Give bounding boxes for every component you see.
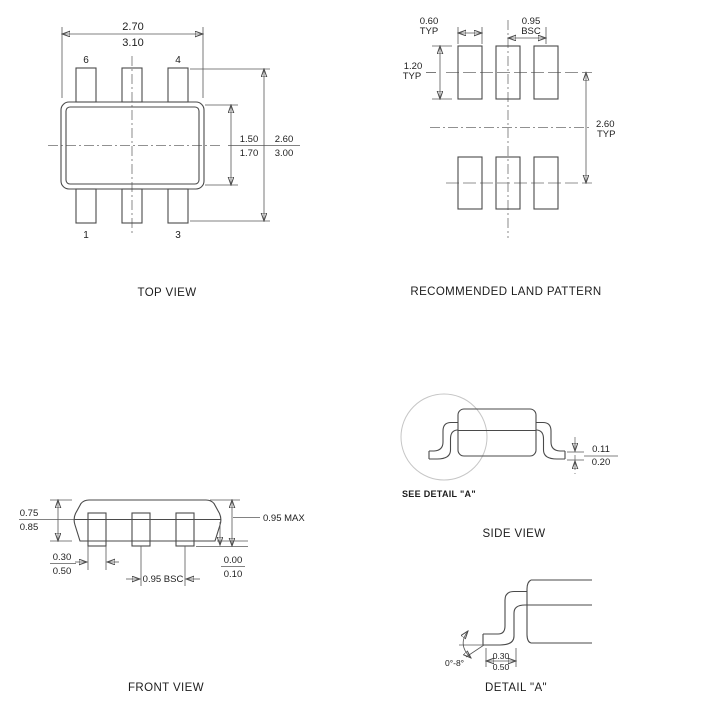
pin-4-label: 4 (175, 55, 181, 66)
side-view: 0.11 0.20 SEE DETAIL "A" SIDE VIEW (400, 393, 618, 540)
top-view-package-body (60, 67, 205, 224)
standoff-max-dim: 0.10 (224, 569, 243, 580)
side-body-outline (457, 408, 537, 457)
overall-height-max-dim: 3.00 (275, 148, 294, 159)
front-body-outline (73, 499, 222, 542)
land-pattern: 0.60 TYP 0.95 BSC 1.20 TYP 2.60 TYP RECO… (403, 16, 616, 298)
pin-1-label: 1 (83, 230, 89, 241)
top-view-title: TOP VIEW (137, 287, 196, 299)
lead-pitch-dim: 0.95 BSC (143, 574, 184, 585)
detail-lead-upper-surface (483, 590, 527, 635)
foot-length-max-dim: 0.50 (493, 662, 510, 672)
top-view-centerlines (48, 56, 222, 236)
front-body-height-min-dim: 0.75 (20, 508, 39, 519)
side-left-lead (428, 421, 459, 460)
lead-thickness-min-dim: 0.11 (592, 444, 610, 455)
body-height-max-dim: 1.70 (240, 148, 259, 159)
pin-3-label: 3 (175, 230, 181, 241)
lead-width-max-dim: 0.50 (53, 566, 72, 577)
pin-6-pad (75, 67, 97, 103)
pad-pitch-dim: 0.95 (522, 16, 541, 27)
top-view: 2.70 3.10 1.50 1.70 2.60 3.00 6 4 1 3 TO… (48, 21, 300, 299)
pad-width-dim: 0.60 (420, 16, 439, 27)
front-view-dimension-lines (19, 500, 260, 586)
pad-top-middle (495, 45, 521, 100)
pin-5-pad (121, 67, 143, 103)
pad-pitch-qualifier: BSC (521, 26, 541, 37)
lead-thickness-max-dim: 0.20 (592, 457, 611, 468)
body-height-min-dim: 1.50 (240, 134, 259, 145)
pin-3-pad (167, 188, 189, 224)
pin-2-pad (121, 188, 143, 224)
detail-a-lead (482, 590, 527, 646)
top-width-min-dim: 2.70 (122, 21, 143, 33)
land-pattern-dimension-lines (426, 27, 586, 183)
pad-height-dim: 1.20 (404, 61, 423, 72)
see-detail-a-callout: SEE DETAIL "A" (402, 489, 476, 499)
land-pattern-title: RECOMMENDED LAND PATTERN (410, 286, 601, 298)
detail-lead-lower-surface (483, 604, 526, 646)
detail-a-title: DETAIL "A" (485, 682, 547, 694)
pad-bottom-middle (495, 156, 521, 210)
side-view-dimension-lines (567, 437, 618, 474)
side-view-package-body (428, 408, 566, 460)
detail-a: 0°-8° 0.30 0.50 DETAIL "A" (445, 579, 592, 694)
side-right-lead (535, 421, 566, 460)
row-pitch-qualifier: TYP (597, 129, 615, 140)
pad-bottom-right (533, 156, 559, 210)
front-view-package-body (73, 499, 222, 547)
pad-top-left (457, 45, 483, 100)
pad-bottom-left (457, 156, 483, 210)
top-width-max-dim: 3.10 (122, 37, 143, 49)
land-pattern-centerlines (430, 20, 592, 238)
pad-height-qualifier: TYP (403, 71, 421, 82)
front-body-height-max-dim: 0.85 (20, 522, 39, 533)
pad-top-right (533, 45, 559, 100)
lead-angle-dim: 0°-8° (445, 658, 464, 668)
detail-a-dimension-lines (459, 631, 516, 667)
overall-height-dim: 0.95 MAX (263, 513, 305, 524)
overall-height-min-dim: 2.60 (275, 134, 294, 145)
detail-a-indicator-circle (400, 393, 488, 481)
front-view-title: FRONT VIEW (128, 682, 204, 694)
front-view: 0.75 0.85 0.30 0.50 0.95 BSC 0.00 0.10 0… (19, 500, 305, 694)
row-pitch-dim: 2.60 (596, 119, 615, 130)
package-body-inner-outline (65, 106, 200, 185)
pin-6-label: 6 (83, 55, 89, 66)
front-lead-1 (87, 512, 107, 547)
foot-length-min-dim: 0.30 (493, 651, 510, 661)
lead-width-min-dim: 0.30 (53, 552, 72, 563)
side-view-title: SIDE VIEW (482, 528, 545, 540)
pin-4-pad (167, 67, 189, 103)
land-pattern-pads (457, 45, 559, 210)
pad-width-qualifier: TYP (420, 26, 438, 37)
detail-a-body (525, 579, 592, 644)
pin-1-pad (75, 188, 97, 224)
top-view-dimension-lines (62, 27, 300, 221)
standoff-min-dim: 0.00 (224, 555, 243, 566)
